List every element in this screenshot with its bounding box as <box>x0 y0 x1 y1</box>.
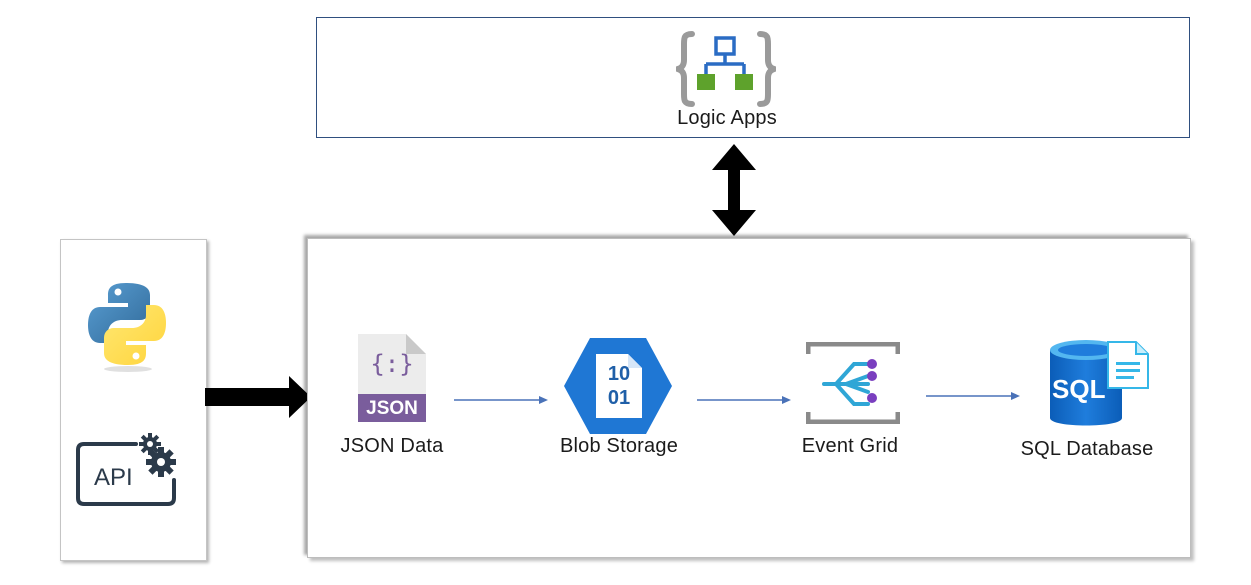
python-logo-shadow <box>104 366 152 372</box>
json-data-label: JSON Data <box>340 435 444 457</box>
connector-eventgrid-to-sql <box>926 392 1020 400</box>
python-logo-icon <box>88 283 166 365</box>
event-grid-label: Event Grid <box>801 435 899 457</box>
json-file-icon: {:} JSON <box>356 332 428 424</box>
json-glyph: {:} <box>370 350 414 378</box>
blob-bits-top: 10 <box>607 363 631 385</box>
blob-storage-label: Blob Storage <box>559 435 679 457</box>
api-gear-icon: API <box>74 430 182 508</box>
sql-database-icon: SQL <box>1046 336 1150 432</box>
connector-blob-to-eventgrid <box>697 396 791 404</box>
pipeline-container <box>307 238 1191 558</box>
logic-apps-label: Logic Apps <box>677 107 777 129</box>
sources-to-pipeline-arrow <box>205 376 311 418</box>
event-grid-icon <box>806 342 900 424</box>
blob-storage-icon: 10 01 <box>562 336 674 436</box>
sql-database-label: SQL Database <box>1020 438 1154 460</box>
json-icon-text: JSON <box>366 398 418 419</box>
bidirectional-arrow <box>712 144 756 236</box>
blob-bits-bottom: 01 <box>607 387 631 409</box>
logic-apps-icon <box>676 31 776 107</box>
connector-json-to-blob <box>454 396 548 404</box>
sql-icon-text: SQL <box>1052 374 1106 404</box>
api-label: API <box>94 464 133 491</box>
